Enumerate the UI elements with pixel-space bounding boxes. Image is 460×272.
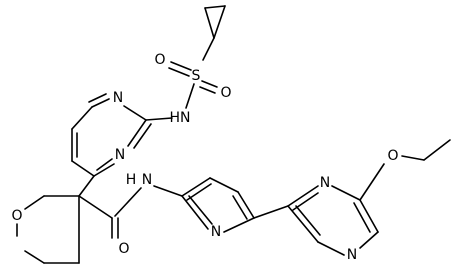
bond <box>133 123 152 149</box>
oxane-oxygen-label: O <box>11 208 22 224</box>
bond <box>78 195 113 219</box>
bond <box>188 195 213 225</box>
bond <box>153 185 183 197</box>
bond <box>423 139 451 161</box>
ethoxy-oxygen-label: O <box>387 148 398 164</box>
bond <box>359 163 385 201</box>
bond <box>287 185 319 207</box>
pyrazine-nitrogen-label: N <box>347 247 357 263</box>
bond <box>287 205 319 243</box>
bond <box>71 106 93 130</box>
bond <box>123 105 147 121</box>
amide-nitrogen-label: N <box>142 172 152 188</box>
bond <box>24 195 45 210</box>
bond <box>359 231 379 249</box>
bond <box>127 119 147 147</box>
bond <box>168 67 190 77</box>
bond <box>181 195 209 230</box>
bond <box>96 158 113 171</box>
bonds <box>16 5 451 264</box>
sulfur-atom-label: S <box>192 68 201 84</box>
bond <box>204 7 215 39</box>
bond <box>202 37 215 61</box>
bond <box>201 80 218 88</box>
atom-labels: S O O HN N N N H O O N N N O <box>11 52 398 263</box>
bond <box>317 241 345 256</box>
bond <box>359 199 379 233</box>
bond <box>199 86 216 94</box>
bond <box>223 217 255 233</box>
bond <box>185 83 195 109</box>
bond <box>24 250 45 264</box>
sulfonamide-nh-label: HN <box>170 110 191 126</box>
bond <box>71 160 95 177</box>
amide-hydrogen-label: H <box>126 172 137 188</box>
bond <box>237 191 255 219</box>
bond <box>114 187 142 217</box>
bond <box>295 205 321 236</box>
bond <box>401 155 425 161</box>
bond <box>181 177 211 197</box>
bond <box>91 98 110 108</box>
bond <box>204 5 226 9</box>
sulfonyl-oxygen-label: O <box>154 52 165 68</box>
sulfonyl-oxygen-label: O <box>220 85 231 101</box>
bond <box>209 177 239 193</box>
bond <box>331 185 361 201</box>
bond <box>213 5 226 39</box>
pyrimidine-nitrogen-label: N <box>115 147 125 163</box>
pyrimidine-nitrogen-label: N <box>113 90 123 106</box>
pyrazine-nitrogen-label: N <box>320 175 330 191</box>
bond <box>253 205 289 219</box>
bond <box>88 93 107 103</box>
bond <box>353 202 371 233</box>
bond <box>170 61 192 71</box>
bond <box>78 175 95 197</box>
bond <box>93 163 115 177</box>
bond <box>232 195 248 220</box>
pyridine-nitrogen-label: N <box>211 224 221 240</box>
carbonyl-oxygen-label: O <box>118 241 129 257</box>
bond <box>145 117 173 121</box>
